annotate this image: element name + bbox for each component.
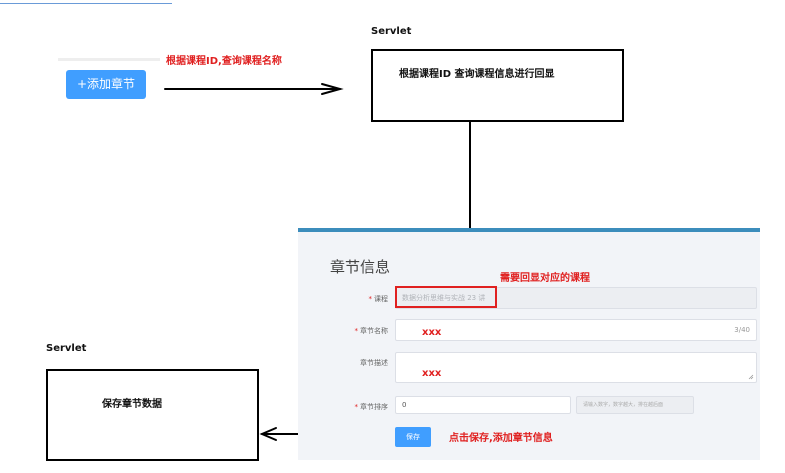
course-highlight-box: [395, 286, 497, 308]
chapter-desc-label: 章节描述: [360, 359, 388, 367]
servlet-save-box: 保存章节数据: [46, 369, 259, 461]
save-annotation: 点击保存,添加章节信息: [449, 433, 553, 444]
add-chapter-button[interactable]: +添加章节: [66, 70, 146, 99]
course-select[interactable]: 数据分析思维与实战 23 讲: [395, 287, 757, 309]
servlet-label-bottom: Servlet: [46, 343, 87, 354]
query-annotation: 根据课程ID,查询课程名称: [166, 56, 282, 67]
chapter-desc-textarea[interactable]: xxx: [395, 352, 757, 383]
form-title: 章节信息: [330, 258, 391, 276]
course-label: *课程: [368, 295, 389, 303]
arrow-head-right: [321, 83, 344, 95]
arrow-head-left: [259, 427, 277, 441]
chapter-name-label: *章节名称: [354, 327, 389, 335]
servlet-label-top: Servlet: [371, 26, 412, 37]
order-hint: 请输入数字，数字越大，排在越后面: [576, 396, 694, 414]
servlet-query-box: 根据课程ID 查询课程信息进行回显: [371, 49, 624, 122]
chapter-order-label: *章节排序: [354, 403, 389, 411]
chapter-name-value: xxx: [422, 327, 442, 338]
char-counter: 3/40: [734, 326, 750, 334]
echo-annotation: 需要回显对应的课程: [500, 273, 590, 284]
panel-top-bar: [298, 228, 760, 232]
chapter-order-input[interactable]: 0: [395, 396, 571, 414]
chapter-form-panel: [298, 228, 760, 460]
chapter-desc-value: xxx: [422, 368, 442, 379]
servlet-query-text: 根据课程ID 查询课程信息进行回显: [399, 69, 555, 80]
toolbar-divider: [58, 58, 160, 61]
resize-handle-icon[interactable]: [748, 374, 754, 380]
servlet-save-text: 保存章节数据: [102, 399, 162, 410]
chapter-name-input[interactable]: xxx 3/40: [395, 319, 757, 341]
top-link-underline: [0, 0, 172, 4]
save-button[interactable]: 保存: [395, 427, 431, 447]
